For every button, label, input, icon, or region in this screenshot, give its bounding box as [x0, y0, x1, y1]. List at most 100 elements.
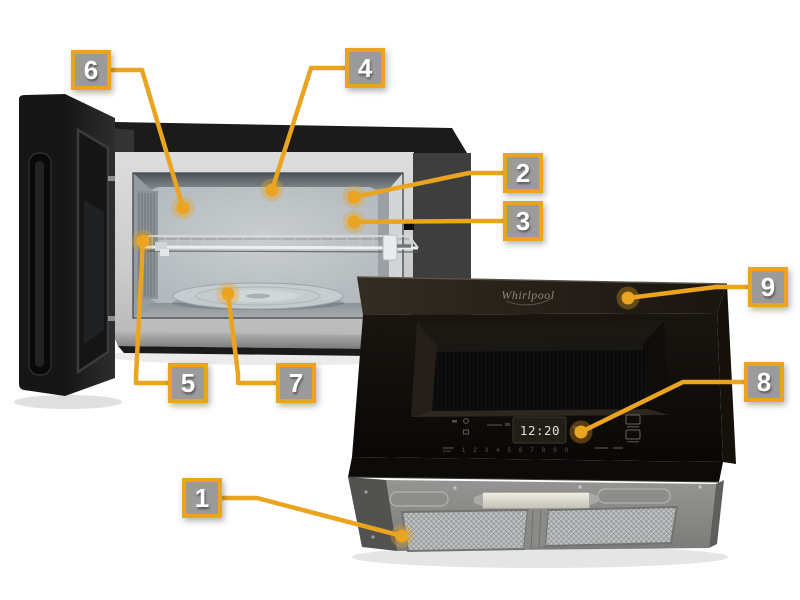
manual-power-label: [595, 447, 608, 449]
window-glass: [432, 343, 648, 411]
filter-divider: [524, 510, 548, 549]
start-label: [613, 447, 623, 449]
closed-unit-top-edge-highlight: [356, 276, 728, 285]
callout-label-5: 5: [168, 363, 208, 403]
vent-right-edge: [709, 480, 724, 548]
turntable-plate: [172, 282, 344, 310]
filter-divider-ridges: [530, 509, 542, 549]
cheek-screw: [371, 535, 375, 539]
window-bevel-bottom: [411, 409, 669, 417]
display-side-mark: [573, 426, 577, 429]
callout-dot-6: [171, 196, 195, 220]
rack-left-clip-foot: [160, 249, 169, 256]
rack-left-clip: [155, 242, 167, 251]
door-inner-glass-sheen: [84, 200, 104, 344]
control-panel: 12:20 1 2 3 4 5 6 7 8 9 0: [443, 414, 641, 454]
convect-button-label: [627, 441, 639, 443]
closed-unit-bottom-lip-highlight: [347, 476, 720, 483]
convect-button-icon: [625, 429, 641, 440]
callout-dot-4: [260, 178, 284, 202]
display-bezel: [512, 416, 567, 444]
cook-power-label: [443, 447, 454, 449]
keypad-digits: 1 2 3 4 5 6 7 8 9 0: [462, 448, 571, 454]
rack-front-rail: [139, 245, 419, 250]
small-button-mark: [452, 420, 457, 423]
door-handle-slot: [35, 161, 44, 367]
callout-line-8: [578, 379, 747, 435]
closed-microwave: Whirlpool 12:20: [347, 276, 736, 568]
rack-front-rail-shadow: [139, 250, 419, 253]
callout-label-7: 7: [276, 363, 316, 403]
surface-icon-mark: [505, 423, 510, 426]
steam-button-icon: [625, 414, 641, 425]
callout-line-3: [351, 218, 506, 225]
door-latch-pin: [108, 176, 115, 181]
vent-handle-emboss-right: [597, 488, 671, 504]
window-glass-sheen: [437, 343, 644, 352]
callout-label-8: 8: [744, 362, 784, 402]
callout-line-7: [225, 291, 279, 386]
callout-label-4: 4: [345, 48, 385, 88]
open-door: [19, 94, 115, 396]
surface-label-mark: [487, 424, 502, 426]
callout-dot-9: [616, 286, 640, 310]
open-door-shadow: [14, 395, 122, 409]
callout-line-4: [269, 65, 348, 193]
cavity-floor: [133, 303, 403, 318]
light-icon: [463, 418, 469, 424]
brand-logo: Whirlpool: [501, 288, 554, 302]
closed-unit-right-side: [717, 284, 736, 464]
lens-clip-right: [590, 493, 598, 505]
closed-unit-top-panel: [357, 277, 727, 315]
callout-line-5: [133, 238, 171, 386]
open-unit-top-panel: [60, 121, 470, 158]
callout-dot-7: [216, 282, 240, 306]
callout-dot-2: [342, 185, 366, 209]
grease-filter-left: [400, 508, 530, 553]
door-latch-pin: [108, 316, 115, 321]
closed-unit-shadow: [352, 546, 728, 568]
steam-button-label: [627, 426, 639, 428]
cavity-back-wall: [150, 187, 378, 303]
turntable-ring: [195, 286, 321, 306]
callout-line-1: [219, 495, 405, 539]
brand-logo-swash: [505, 297, 553, 306]
callout-line-2: [351, 170, 506, 200]
callout-line-9: [625, 284, 751, 301]
door-window: [411, 321, 669, 417]
vent-hood: [348, 477, 724, 553]
callout-label-2: 2: [503, 153, 543, 193]
callout-dot-1: [390, 524, 414, 548]
door-latch-slot-top: [404, 222, 414, 230]
callout-label-6: 6: [71, 50, 111, 90]
grease-filter-right: [543, 505, 679, 548]
vent-screw: [453, 486, 457, 490]
rack-right-bracket: [382, 234, 398, 261]
callout-dot-8: [569, 420, 593, 444]
clock-display: 12:20: [520, 423, 560, 438]
callout-line-6: [107, 67, 186, 211]
cooktop-light-lens: [481, 491, 591, 510]
vent-screw: [698, 485, 702, 489]
callout-label-9: 9: [748, 267, 788, 307]
callout-dot-3: [342, 210, 366, 234]
fan-icon: [463, 429, 469, 435]
callout-label-1: 1: [182, 478, 222, 518]
cavity-top-wall: [133, 173, 403, 189]
window-bevel-left: [411, 323, 437, 417]
lens-clip-left: [474, 494, 482, 506]
door-inner-window: [76, 127, 110, 375]
callout-lines: [107, 65, 751, 539]
rack-wires: [151, 237, 400, 248]
window-bevel-top: [417, 321, 664, 345]
callout-dots: [131, 178, 640, 548]
vent-handle-emboss-left: [389, 491, 449, 507]
cheek-screw: [364, 490, 368, 494]
vent-screw: [578, 485, 582, 489]
time-cook-label: [443, 450, 451, 453]
callout-label-3: 3: [503, 201, 543, 241]
turntable-hub: [246, 293, 270, 299]
closed-unit-bottom-lip: [348, 457, 723, 482]
